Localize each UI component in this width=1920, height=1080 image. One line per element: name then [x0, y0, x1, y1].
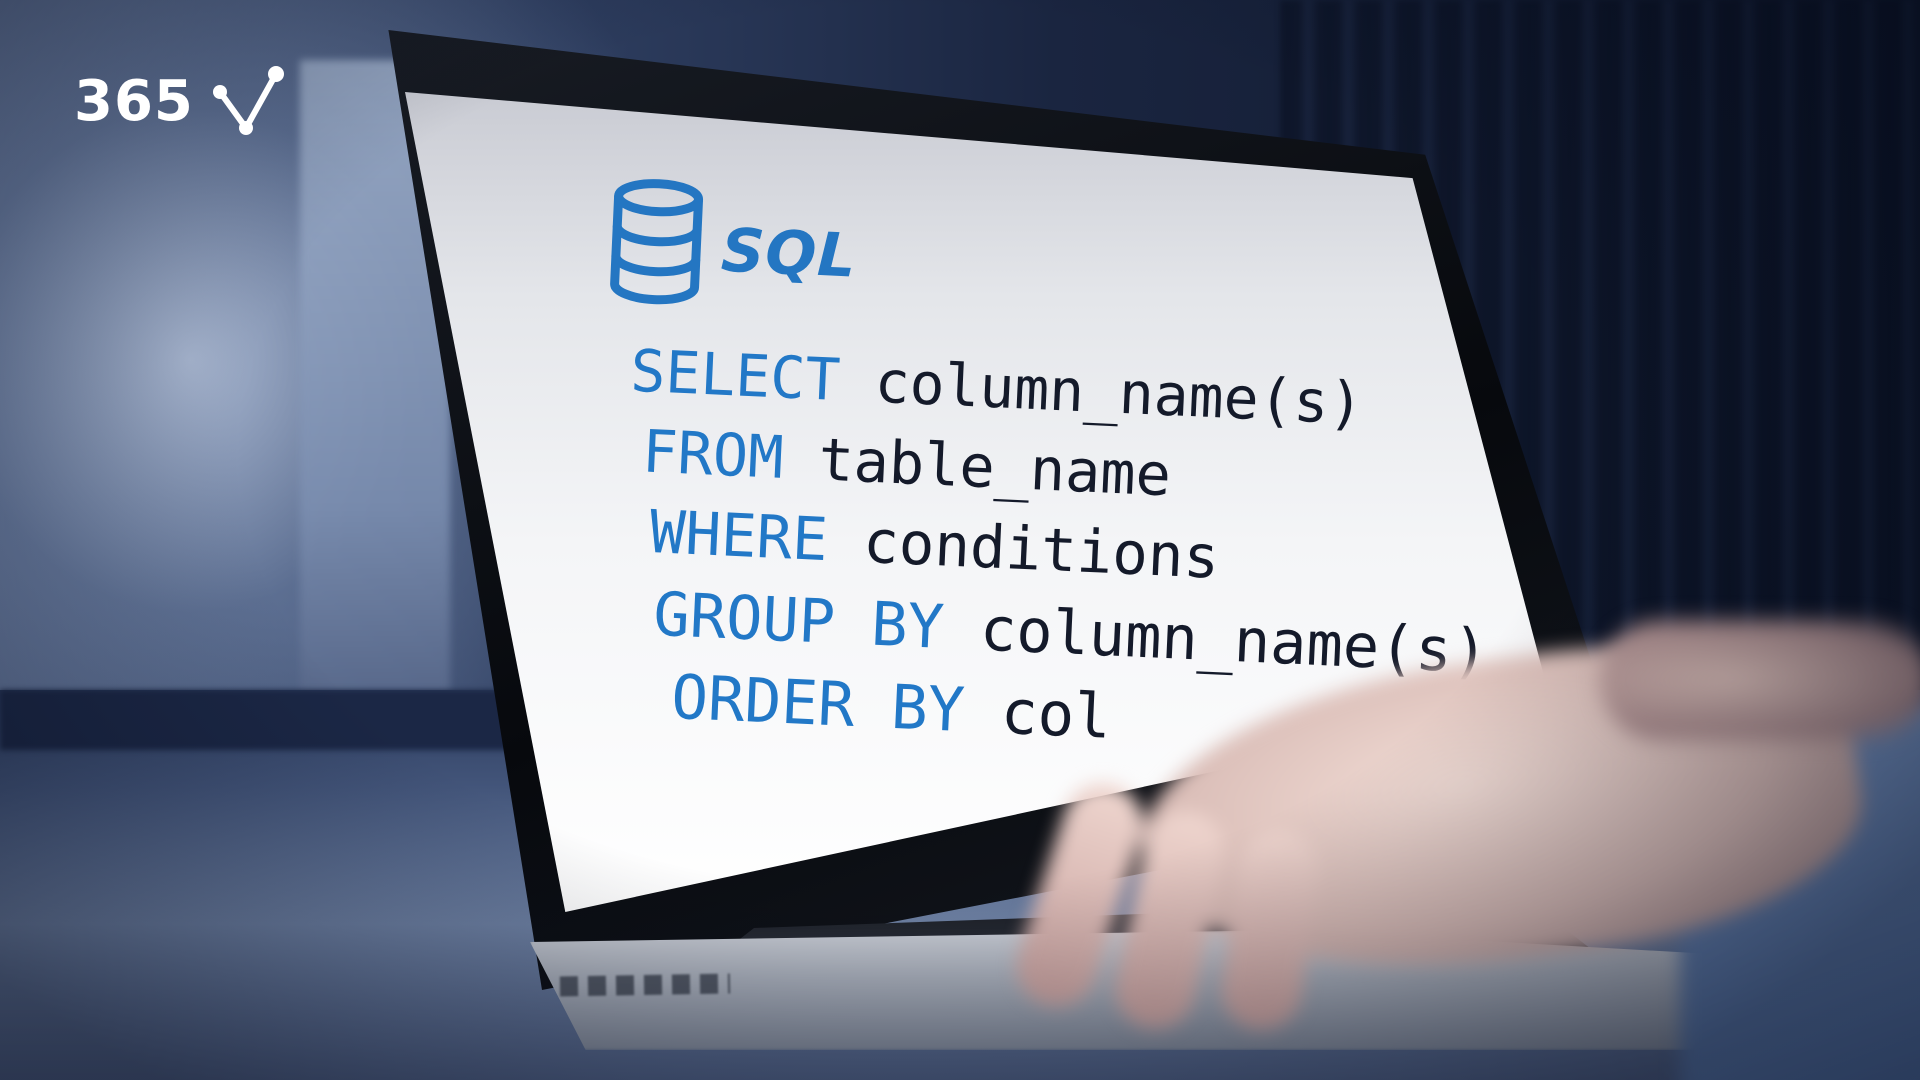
- sql-keyword: WHERE: [648, 496, 830, 575]
- sql-keyword: ORDER BY: [669, 661, 967, 746]
- network-check-icon: [213, 66, 284, 135]
- brand-logo: 365: [74, 62, 294, 142]
- sql-clause: table_name: [817, 424, 1173, 510]
- code-line-from: FROM table_name: [641, 417, 1173, 510]
- second-hand: [1600, 620, 1920, 740]
- sql-slide: SQL SELECT column_name(s) FROM table_nam…: [571, 165, 1499, 845]
- database-icon: [610, 179, 704, 305]
- laptop-ports: [559, 973, 731, 997]
- sql-clause: conditions: [861, 506, 1221, 593]
- sql-keyword: GROUP BY: [652, 578, 946, 663]
- sql-keyword: FROM: [640, 416, 785, 492]
- sql-logo-text: SQL: [719, 215, 859, 292]
- brand-logo-text: 365: [74, 69, 194, 134]
- typing-hand: [1006, 611, 1920, 1080]
- sql-clause: column_name(s): [873, 347, 1365, 438]
- sql-keyword: SELECT: [629, 336, 842, 415]
- code-line-where: WHERE conditions: [648, 497, 1220, 592]
